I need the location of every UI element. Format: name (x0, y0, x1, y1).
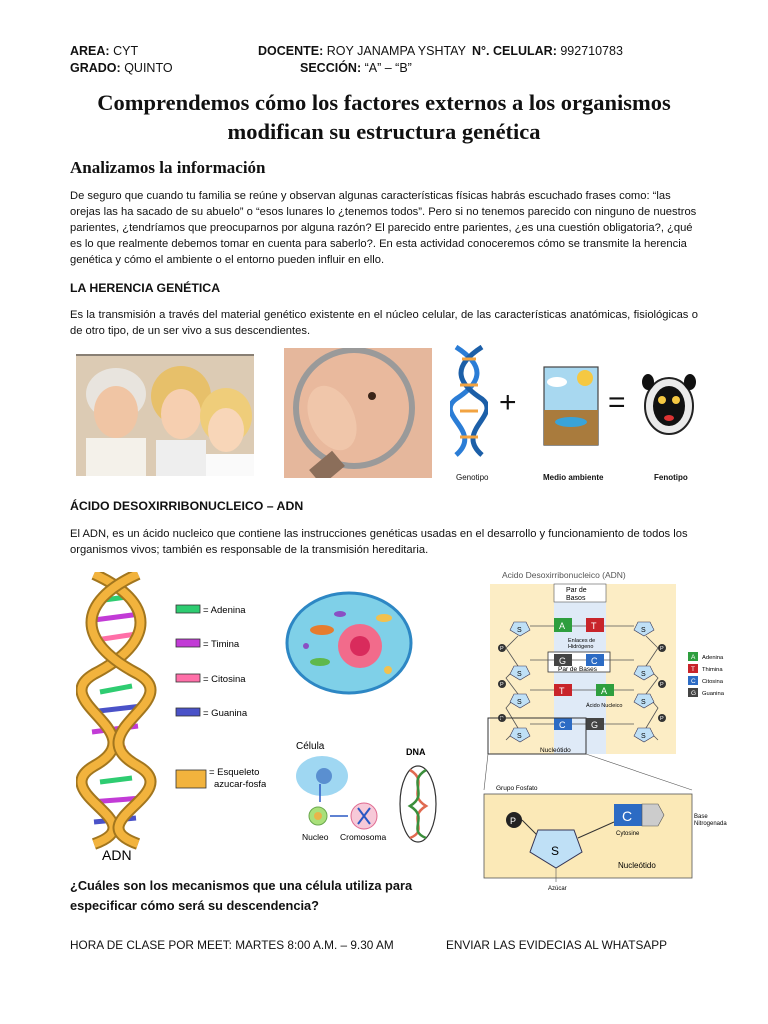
cytosine-label: Cytosine (616, 831, 640, 837)
sugar-big-s: S (551, 844, 559, 858)
grado-value: QUINTO (124, 61, 173, 75)
enlaces-label-2: Hidrógeno (568, 644, 593, 650)
animal-cell-illustration (285, 591, 413, 695)
herencia-heading: LA HERENCIA GENÉTICA (70, 281, 221, 295)
phosphate-p-5: P (660, 682, 664, 688)
lemur-face-icon (642, 374, 696, 435)
base-big-c: C (622, 808, 632, 824)
herencia-paragraph: Es la transmisión a través del material … (70, 309, 698, 337)
legend-guanina: Guanina (702, 691, 725, 697)
plus-sign: + (499, 386, 517, 419)
medio-ambiente-label: Medio ambiente (543, 473, 604, 482)
adenina-swatch (175, 604, 201, 614)
docente-label: DOCENTE: (258, 44, 324, 58)
structure-title: Acido Desoxirribonucleico (ADN) (502, 570, 626, 580)
magnifier-photo (284, 348, 432, 478)
base-g-2: G (591, 720, 598, 730)
base-t-2: T (559, 686, 565, 696)
dna-helix-diagram: = Adenina = Timina = Citosina = Guanina … (76, 572, 266, 862)
base-c-2: C (559, 720, 566, 730)
grado-label: GRADO: (70, 61, 121, 75)
sugar-s-2: S (517, 671, 522, 678)
sugar-s-7: S (641, 699, 646, 706)
equals-sign: = (608, 386, 626, 419)
nucleo-label: Nucleo (302, 832, 329, 842)
dna-label: DNA (406, 747, 426, 757)
enlaces-label: Enlaces de (568, 638, 595, 644)
esqueleto-legend-2: azucar-fosfato (214, 779, 266, 790)
nucleotido-big-label: Nucleótido (618, 861, 656, 870)
sugar-s-6: S (641, 671, 646, 678)
acido-nucleico-label: Ácido Nucleico (586, 702, 622, 709)
cromosoma-label: Cromosoma (340, 832, 387, 842)
phosphate-p-4: P (660, 646, 664, 652)
docente-value: ROY JANAMPA YSHTAY (326, 44, 466, 58)
par-de-basos-label-2: Basos (566, 595, 586, 602)
sugar-s-8: S (641, 733, 646, 740)
area-label: AREA: (70, 44, 110, 58)
environment-icon (543, 366, 599, 446)
esqueleto-swatch (175, 769, 207, 789)
cell-to-dna-diagram: Célula DNA Nucleo Cromosoma (296, 741, 437, 843)
intro-paragraph: De seguro que cuando tu familia se reúne… (70, 190, 697, 266)
phosphate-big-p: P (510, 816, 516, 826)
phosphate-p-1: P (500, 646, 504, 652)
celular-label: N°. CELULAR: (472, 44, 557, 58)
legend-letter-t: T (691, 666, 695, 673)
helix-small-icon (450, 345, 488, 457)
legend-adenina: Adenina (702, 655, 724, 661)
phosphate-p-3: P (500, 716, 504, 722)
base-a-1: A (559, 621, 565, 631)
section-subtitle: Analizamos la información (70, 158, 266, 177)
footer-schedule: HORA DE CLASE POR MEET: MARTES 8:00 A.M.… (70, 938, 394, 952)
nucleotido-label: Nucleótido (540, 747, 571, 754)
sugar-s-5: S (641, 627, 646, 634)
genotipo-label: Genotipo (456, 473, 489, 482)
legend-letter-g: G (691, 690, 696, 697)
legend-letter-c: C (691, 678, 696, 685)
question-text: ¿Cuáles son los mecanismos que una célul… (70, 878, 413, 913)
helix-caption: ADN (102, 847, 132, 862)
base-a-2: A (601, 686, 607, 696)
base-nitrogenada-label-2: Nitrogenada (694, 821, 727, 827)
sugar-s-4: S (517, 733, 522, 740)
area-value: CYT (113, 44, 139, 58)
base-c-1: C (591, 656, 598, 666)
esqueleto-legend: = Esqueleto (209, 767, 259, 778)
par-de-bases-label: Par de Bases (558, 666, 598, 673)
citosina-legend: = Citosina (203, 674, 246, 685)
timina-legend: = Timina (203, 639, 240, 650)
grupo-fosfato-label: Grupo Fosfato (496, 785, 538, 792)
timina-swatch (175, 638, 201, 648)
phosphate-p-6: P (660, 716, 664, 722)
phosphate-p-2: P (500, 682, 504, 688)
celular-value: 992710783 (560, 44, 623, 58)
adn-paragraph: El ADN, es un ácido nucleico que contien… (70, 528, 688, 556)
dna-structure-diagram: Acido Desoxirribonucleico (ADN) Par de B… (483, 570, 727, 892)
footer-whatsapp: ENVIAR LAS EVIDECIAS AL WHATSAPP (446, 938, 667, 952)
seccion-label: SECCIÓN: (300, 61, 362, 75)
base-nitrogenada-label: Base (694, 814, 708, 820)
par-de-basos-label: Par de (566, 587, 587, 594)
adenina-legend: = Adenina (203, 605, 246, 616)
guanina-legend: = Guanina (203, 708, 248, 719)
adn-heading: ÁCIDO DESOXIRRIBONUCLEICO – ADN (70, 499, 304, 513)
fenotipo-label: Fenotipo (654, 473, 688, 482)
seccion-value: “A” – “B” (364, 61, 412, 75)
base-g-1: G (559, 656, 566, 666)
legend-letter-a: A (691, 654, 696, 661)
base-t-1: T (591, 621, 597, 631)
sugar-s-1: S (517, 627, 522, 634)
legend-citosina: Citosina (702, 679, 724, 685)
celula-label: Célula (296, 741, 325, 752)
guanina-swatch (175, 707, 201, 717)
family-photo (76, 354, 254, 476)
citosina-swatch (175, 673, 201, 683)
legend-thimina: Thimina (702, 667, 723, 673)
sugar-s-3: S (517, 699, 522, 706)
azucar-label: Azúcar (548, 886, 567, 892)
page-title: Comprendemos cómo los factores externos … (97, 90, 671, 144)
